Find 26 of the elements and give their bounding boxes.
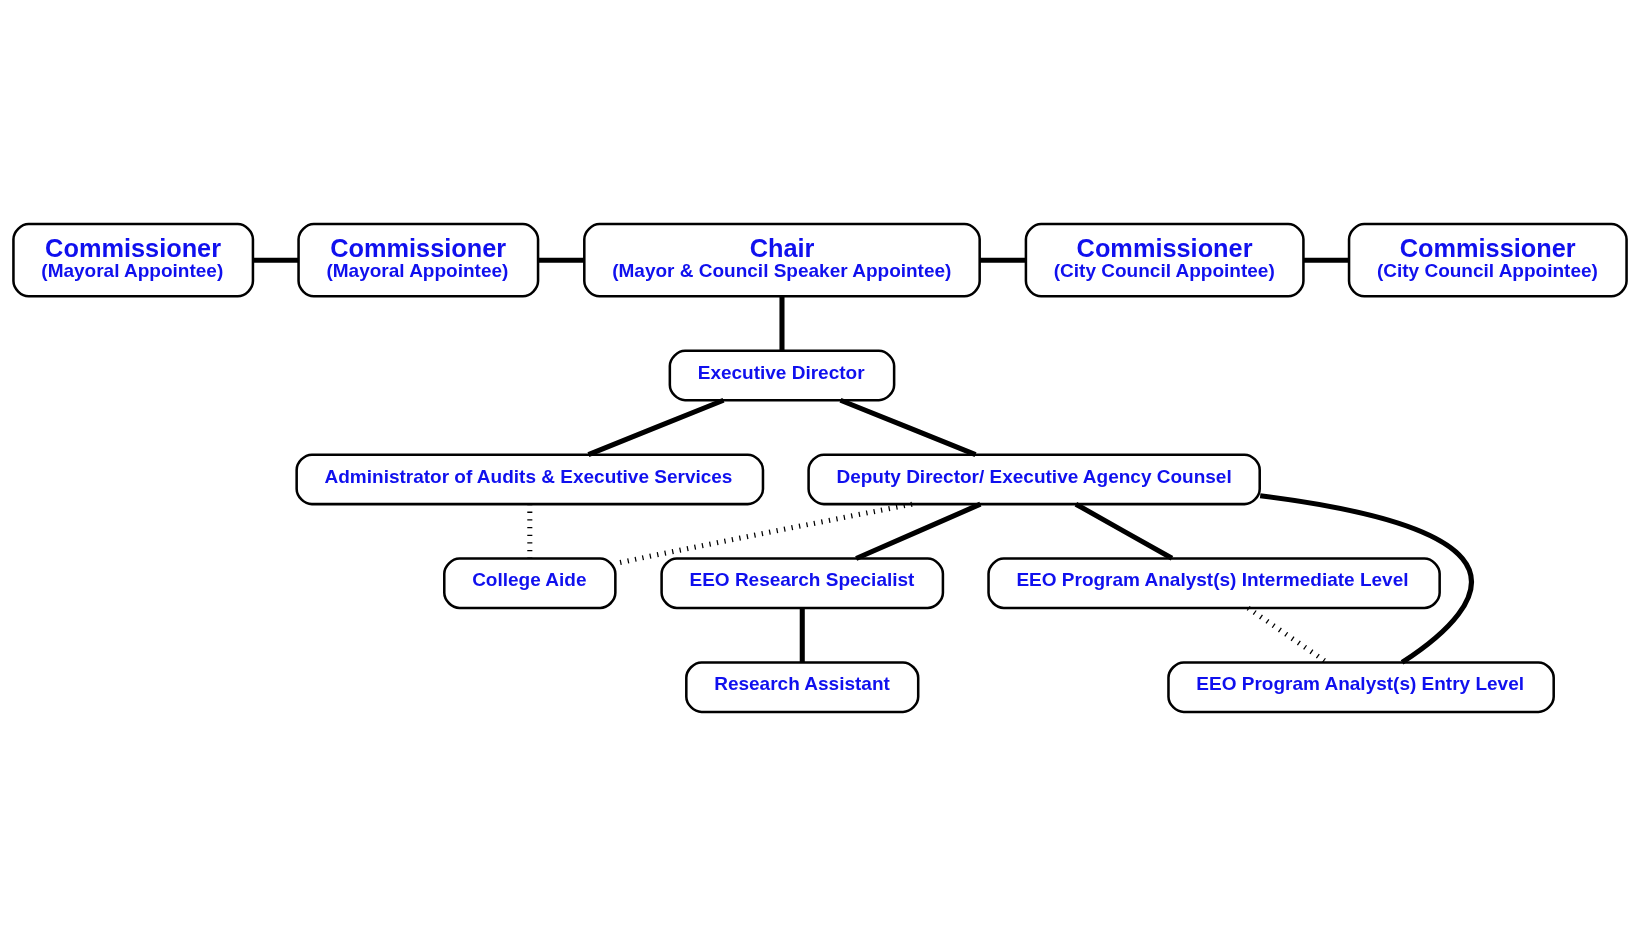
node-box: Executive Director — [668, 349, 896, 401]
node-box: College Aide — [443, 556, 617, 609]
node-box: Administrator of Audits & Executive Services — [295, 452, 765, 505]
connector — [979, 257, 1026, 263]
connector — [1259, 492, 1474, 665]
connector — [839, 397, 977, 457]
node-box: Deputy Director/ Executive Agency Counsel — [807, 452, 1261, 505]
node-box: Commissioner (Mayoral Appointee) — [12, 222, 255, 298]
connector — [1246, 605, 1329, 664]
node-box: EEO Research Specialist — [660, 556, 945, 609]
connector — [799, 607, 805, 662]
connector — [253, 257, 299, 263]
connector — [1074, 501, 1174, 561]
connector — [587, 397, 725, 457]
node-box: Commissioner (City Council Appointee) — [1347, 222, 1628, 298]
node-box: EEO Program Analyst(s) Intermediate Level — [987, 556, 1441, 609]
node-box: Research Assistant — [685, 660, 920, 713]
node-box: EEO Program Analyst(s) Entry Level — [1167, 660, 1555, 713]
node-box: Commissioner (Mayoral Appointee) — [297, 222, 540, 298]
connector — [527, 503, 533, 558]
node-box: Commissioner (City Council Appointee) — [1024, 222, 1305, 298]
connector — [779, 296, 785, 351]
connector — [538, 257, 585, 263]
connector — [1303, 257, 1349, 263]
connector — [855, 501, 982, 561]
node-box: Chair (Mayor & Council Speaker Appointee) — [583, 222, 981, 298]
